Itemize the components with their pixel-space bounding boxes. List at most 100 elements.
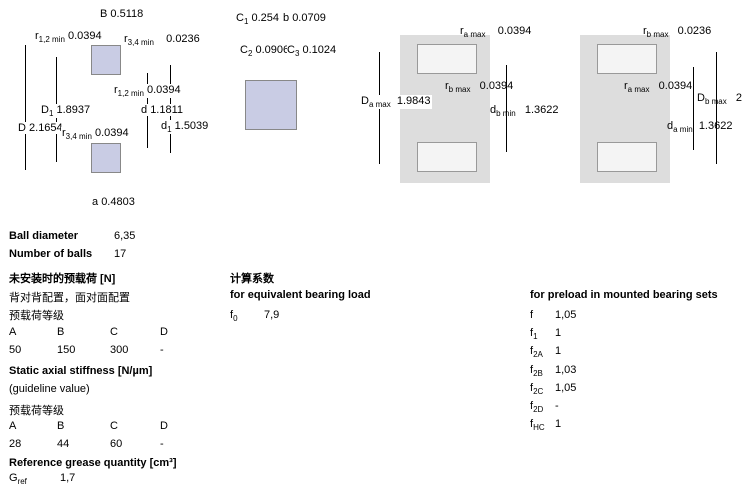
text-label: D (41, 104, 49, 116)
text-label: f (530, 418, 534, 431)
factor-value: 1,05 (555, 309, 577, 321)
text-label: C (236, 12, 244, 24)
text-label: 44 (57, 438, 70, 450)
text-label: f (530, 381, 534, 394)
dim-r12-value: 0.0394 (67, 30, 102, 42)
factor-label: f (530, 309, 533, 323)
text-label: a max (463, 30, 486, 39)
text-label: 3,4 min (127, 38, 154, 47)
text-label: 1 (533, 332, 538, 342)
text-label: 2 (247, 49, 253, 58)
text-label: a min (673, 125, 693, 134)
text-label: r (35, 30, 39, 42)
text-label: 1 (167, 125, 172, 134)
text-label: f (530, 345, 534, 358)
dim-r34b-value: 0.0394 (94, 127, 129, 139)
text-label: HC (533, 423, 545, 433)
preload-arrangement: 背对背配置，面对面配置 (9, 292, 130, 304)
dim-r34-value: 0.0236 (166, 33, 200, 45)
text-label: B (57, 420, 65, 432)
stiffness-title: Static axial stiffness [N/µm] (9, 365, 153, 377)
text-label: r (460, 25, 464, 37)
calc-subtitle: for equivalent bearing load (230, 289, 371, 301)
text-label: B (57, 326, 65, 338)
text-label: a (92, 196, 99, 208)
factor-value: - (555, 400, 559, 412)
dim-D-value: 2.1654 (29, 122, 63, 134)
factor-label: fHC (530, 418, 545, 432)
text-label: r (445, 80, 449, 92)
text-label: 0.0906 (255, 44, 290, 56)
text-label: 1.3622 (698, 120, 733, 132)
stiffness-class-label: 预载荷等级 (9, 405, 64, 417)
text-label: d (490, 104, 497, 116)
text-label: 2C (533, 386, 544, 396)
dim-d1-value: 1.5039 (174, 120, 209, 132)
stiffness-note: (guideline value) (9, 383, 90, 395)
text-label: 1.3622 (524, 104, 559, 116)
ball-count-value: 17 (114, 248, 127, 260)
text-label: f (230, 309, 234, 321)
text-label: r (643, 25, 647, 37)
preload-title: 未安装时的预载荷 [N] (9, 273, 116, 285)
text-label: 0.1024 (302, 44, 337, 56)
text-label: 28 (9, 438, 22, 450)
grease-label: Gref (9, 472, 27, 486)
text-label: 2D (533, 405, 544, 414)
grease-value: 1,7 (60, 472, 76, 484)
factor-label: f2D (530, 400, 543, 414)
text-label: r (624, 80, 628, 92)
text-label: b min (496, 109, 516, 118)
text-label: b max (448, 85, 471, 94)
text-label: 2A (533, 350, 543, 360)
dim-line (25, 45, 26, 170)
factor-value: 1 (555, 345, 562, 358)
text-label: a max (627, 85, 650, 94)
text-label: 1,2 min (38, 35, 65, 44)
text-label: A (9, 420, 17, 432)
text-label: 3,4 min (65, 132, 92, 141)
preload-class-label: 预载荷等级 (9, 310, 64, 322)
text-label: 0.0236 (677, 25, 712, 37)
bearing-section (245, 80, 297, 130)
text-label: D (18, 122, 26, 134)
text-label: f (530, 327, 534, 340)
outer-ring-bottom (91, 143, 121, 173)
text-label: ref (17, 477, 27, 486)
text-label: f (530, 363, 534, 376)
factor-value: 1 (555, 327, 562, 340)
f0-label: f0 (230, 309, 238, 323)
text-label: C (240, 44, 248, 56)
factor-label: f2B (530, 364, 543, 378)
text-label: 0.0394 (479, 80, 514, 92)
text-label: a max (368, 100, 391, 109)
text-label: 60 (110, 438, 123, 450)
text-label: 0.0394 (658, 80, 693, 92)
text-label: 150 (57, 344, 76, 356)
factor-value: 1 (555, 418, 562, 431)
text-label: r (62, 127, 66, 139)
text-label: - (160, 344, 164, 356)
text-label: 3 (294, 49, 300, 58)
text-label: 1 (48, 109, 54, 118)
text-label: 50 (9, 344, 22, 356)
text-label: r (124, 33, 128, 45)
text-label: 2 (735, 92, 743, 104)
outer-ring-top (91, 45, 121, 75)
text-label: C (110, 420, 118, 432)
text-label: b max (646, 30, 669, 39)
calc-title: 计算系数 (230, 273, 274, 285)
factor-value: 1,05 (555, 381, 577, 394)
text-label: C (287, 44, 295, 56)
text-label: d (141, 104, 148, 116)
text-label: r (114, 84, 118, 96)
dim-B-label: B (100, 8, 108, 20)
text-label: 300 (110, 344, 129, 356)
ball-diameter-value: 6,35 (114, 230, 136, 242)
text-label: 1 (243, 17, 249, 26)
factor-label: f2A (530, 345, 543, 359)
text-label: 1.9843 (396, 95, 431, 107)
text-label: 0 (233, 314, 238, 323)
grease-title: Reference grease quantity [cm³] (9, 457, 177, 469)
text-label: 2B (533, 368, 543, 378)
